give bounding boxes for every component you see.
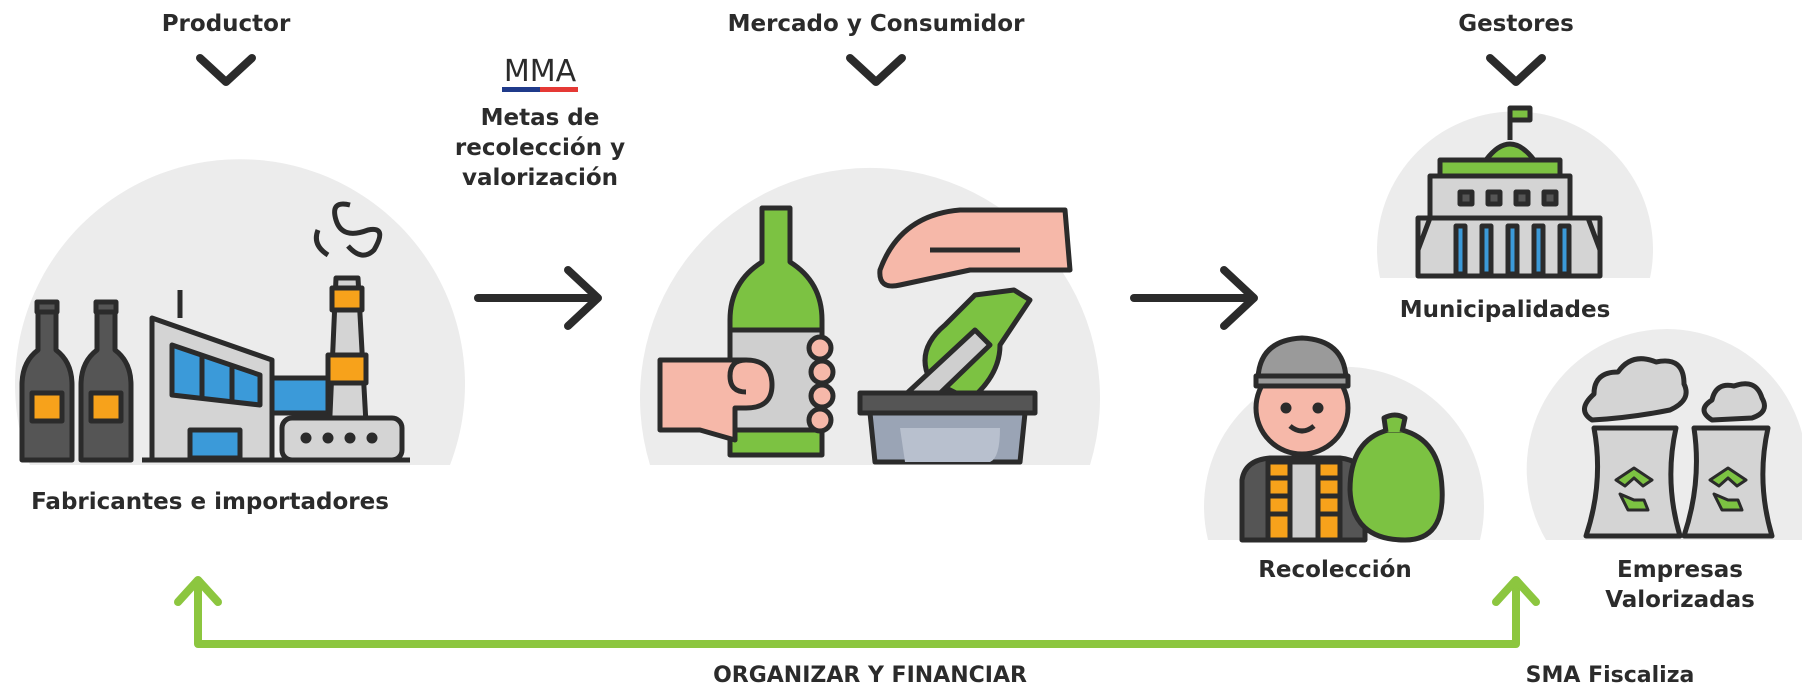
label-fabricantes: Fabricantes e importadores [31,489,389,515]
arrow-right-icon [474,266,602,330]
waste-collector-icon [1239,335,1368,543]
label-empresas-line-2: Valorizadas [1605,587,1755,613]
mma-goals-line-1: Metas de [480,105,600,131]
label-municipalidades: Municipalidades [1399,297,1611,323]
municipality-building-icon [1415,105,1603,279]
mma-logo-text: MMA [503,54,577,89]
feedback-arrow [174,576,1540,648]
factory-icon [142,201,410,463]
header-mercado-consumidor: Mercado y Consumidor [727,11,1025,37]
recycle-icon [1614,466,1654,512]
label-organizar-financiar: ORGANIZAR Y FINANCIAR [713,663,1027,688]
label-sma-fiscaliza: SMA Fiscaliza [1525,663,1695,688]
recycle-icon [1708,466,1748,512]
recycling-bin-icon [857,390,1038,465]
chevron-down-icon [1486,54,1546,86]
hand-holding-bottle-icon [657,205,836,458]
mma-goals-line-2: recolección y [454,135,626,161]
hand-dropping-bottle-icon [877,207,1073,403]
chevron-down-icon [196,54,256,86]
mma-goals-line-3: valorización [461,165,619,191]
recycling-plant-icon [1582,356,1775,539]
chevron-down-icon [846,54,906,86]
trash-bag-icon [1347,412,1445,543]
arrow-right-icon [1130,266,1258,330]
label-recoleccion: Recolección [1258,557,1412,583]
wine-bottles-icon [19,299,134,463]
header-productor: Productor [161,11,291,37]
header-gestores: Gestores [1458,11,1574,37]
label-empresas-line-1: Empresas [1617,557,1743,583]
mma-logo-icon [502,87,578,92]
